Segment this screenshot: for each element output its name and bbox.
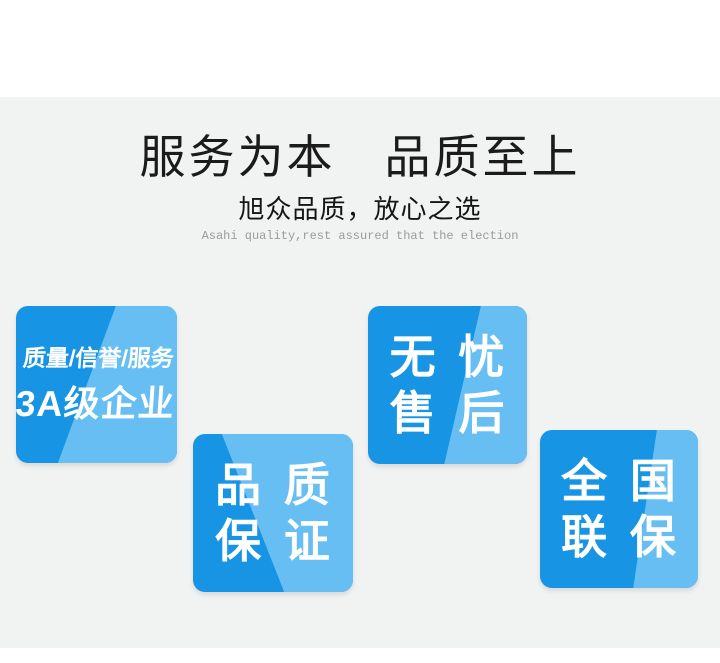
- badge-content: 品 质 保 证: [215, 457, 331, 569]
- page-title: 服务为本 品质至上: [139, 131, 581, 183]
- page-subtitle: 旭众品质，放心之选: [238, 195, 482, 224]
- badge-line: 无 忧: [389, 331, 506, 383]
- badge-line: 3A级企业: [16, 383, 177, 424]
- badge-line: 质量/信誉/服务: [22, 345, 175, 371]
- badge-content: 无 忧 售 后: [390, 329, 506, 441]
- badge-content: 质量/信誉/服务 3A级企业: [16, 345, 177, 424]
- badge-line: 全 国: [561, 455, 677, 507]
- badge-line: 联 保: [561, 511, 677, 563]
- badge-nationwide-warranty: 全 国 联 保: [540, 430, 698, 588]
- badge-line: 售 后: [389, 387, 506, 439]
- badge-worry-free-after-sales: 无 忧 售 后: [368, 306, 527, 464]
- badge-content: 全 国 联 保: [561, 453, 677, 565]
- page-subtitle-english: Asahi quality,rest assured that the elec…: [201, 229, 519, 243]
- badge-3a-enterprise: 质量/信誉/服务 3A级企业: [16, 306, 177, 463]
- badge-line: 品 质: [215, 459, 331, 511]
- badge-quality-guarantee: 品 质 保 证: [193, 434, 353, 592]
- badge-line: 保 证: [215, 515, 331, 567]
